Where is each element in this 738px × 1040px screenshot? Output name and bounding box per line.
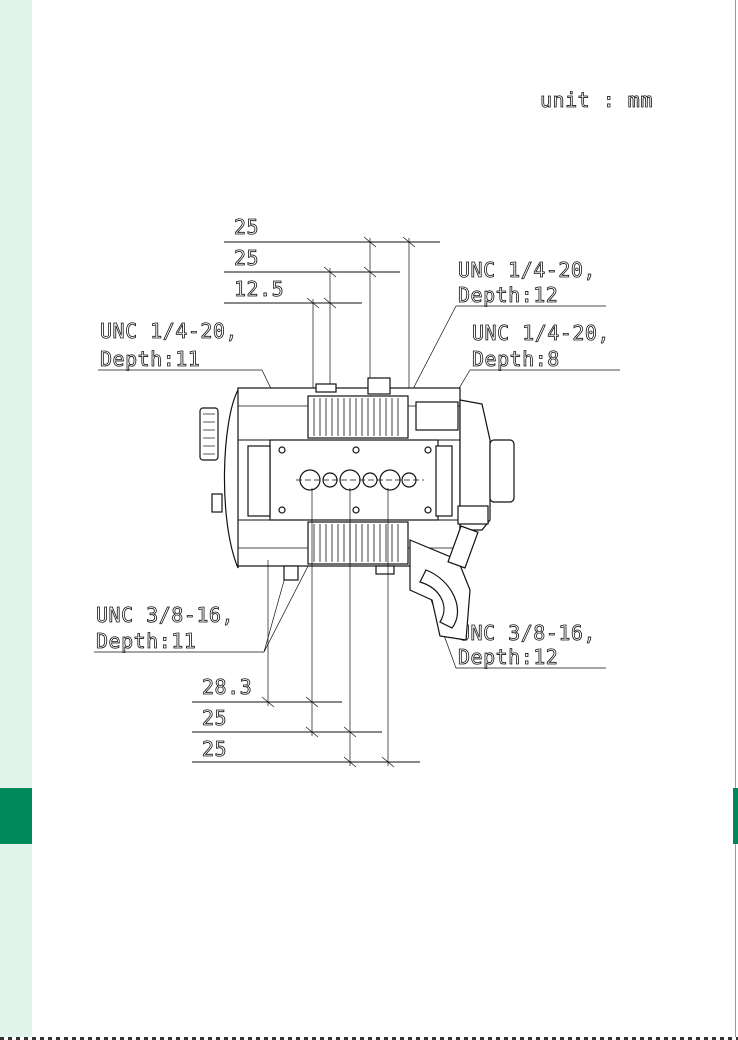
callout-left-upper-thread: UNC 1/4-20, [100,319,238,343]
top-vent [308,396,408,438]
bottom-vent [308,522,408,564]
left-panel [248,446,270,516]
unit-label: unit : mm [540,88,653,112]
eyecup [490,440,514,502]
dimension-top-3: 12.5 [234,277,284,301]
dimension-bottom-3: 25 [202,737,227,761]
callout-left-lower-depth: Depth:11 [96,629,196,653]
callout-right-upper-b-depth: Depth:8 [472,347,560,371]
callout-right-lower-depth: Depth:12 [458,645,558,669]
dimension-top-1: 25 [234,215,259,239]
camera-body [200,378,514,640]
callout-left-lower-thread: UNC 3/8-16, [96,603,234,627]
callout-right-upper-b-thread: UNC 1/4-20, [472,321,610,345]
dimension-bottom-2: 25 [202,706,227,730]
callout-right-lower-thread: UNC 3/8-16, [458,621,596,645]
dial-knob [200,408,218,460]
dimension-top-2: 25 [234,246,259,270]
right-panel [436,446,452,516]
callout-left-upper-depth: Depth:11 [100,347,200,371]
callout-right-upper-a-thread: UNC 1/4-20, [458,258,596,282]
callout-right-upper-a-depth: Depth:12 [458,283,558,307]
dimension-bottom-1: 28.3 [202,675,252,699]
hot-shoe-block [368,378,390,394]
